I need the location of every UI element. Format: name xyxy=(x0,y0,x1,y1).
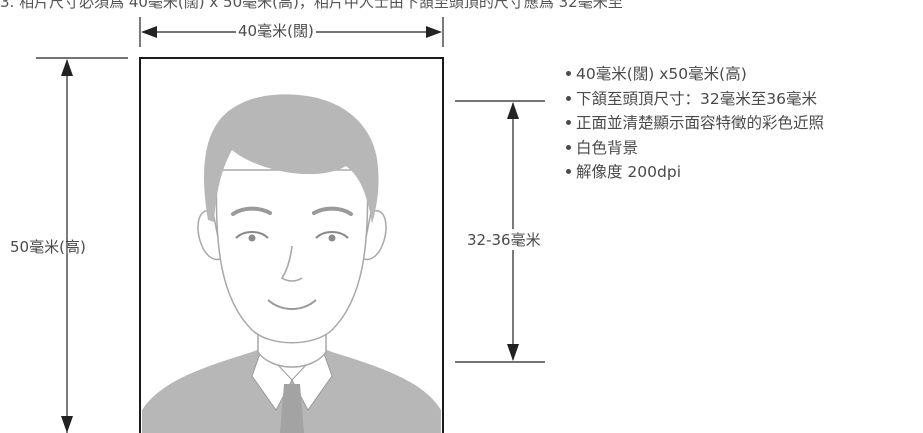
bullet-icon xyxy=(566,169,571,174)
width-arrowhead-left xyxy=(141,26,157,38)
list-item: 白色背景 xyxy=(566,136,824,161)
requirement-text: 正面並清楚顯示面容特徵的彩色近照 xyxy=(576,114,825,132)
width-label: 40毫米(闊) xyxy=(236,20,316,41)
height-arrowhead-bottom xyxy=(61,416,73,433)
bullet-icon xyxy=(566,71,571,76)
requirement-text: 解像度 200dpi xyxy=(576,163,681,181)
requirement-text: 白色背景 xyxy=(576,138,639,157)
face-height-label: 32-36毫米 xyxy=(467,229,541,250)
list-item: 下頷至頭頂尺寸：32毫米至36毫米 xyxy=(566,87,824,112)
height-label: 50毫米(高) xyxy=(10,238,86,256)
requirements-list: 40毫米(闊) x50毫米(高) 下頷至頭頂尺寸：32毫米至36毫米 正面並清楚… xyxy=(566,62,824,185)
bullet-icon xyxy=(566,120,571,125)
height-arrowhead-top xyxy=(61,59,73,76)
header-note: 3. 相片尺寸必須爲 40毫米(闊) x 50毫米(高)，相片中人士由下頷至頭頂… xyxy=(0,0,623,11)
list-item: 正面並清楚顯示面容特徵的彩色近照 xyxy=(566,111,824,136)
list-item: 40毫米(闊) x50毫米(高) xyxy=(566,62,824,87)
width-arrowhead-right xyxy=(426,26,442,38)
list-item: 解像度 200dpi xyxy=(566,160,824,185)
requirement-text: 下頷至頭頂尺寸：32毫米至36毫米 xyxy=(576,89,817,108)
portrait-illustration xyxy=(142,94,441,433)
face-arrowhead-bottom xyxy=(507,344,519,361)
face-arrowhead-top xyxy=(507,102,519,119)
requirement-text: 40毫米(闊) x50毫米(高) xyxy=(576,65,747,83)
bullet-icon xyxy=(566,95,571,101)
bullet-icon xyxy=(566,144,571,150)
